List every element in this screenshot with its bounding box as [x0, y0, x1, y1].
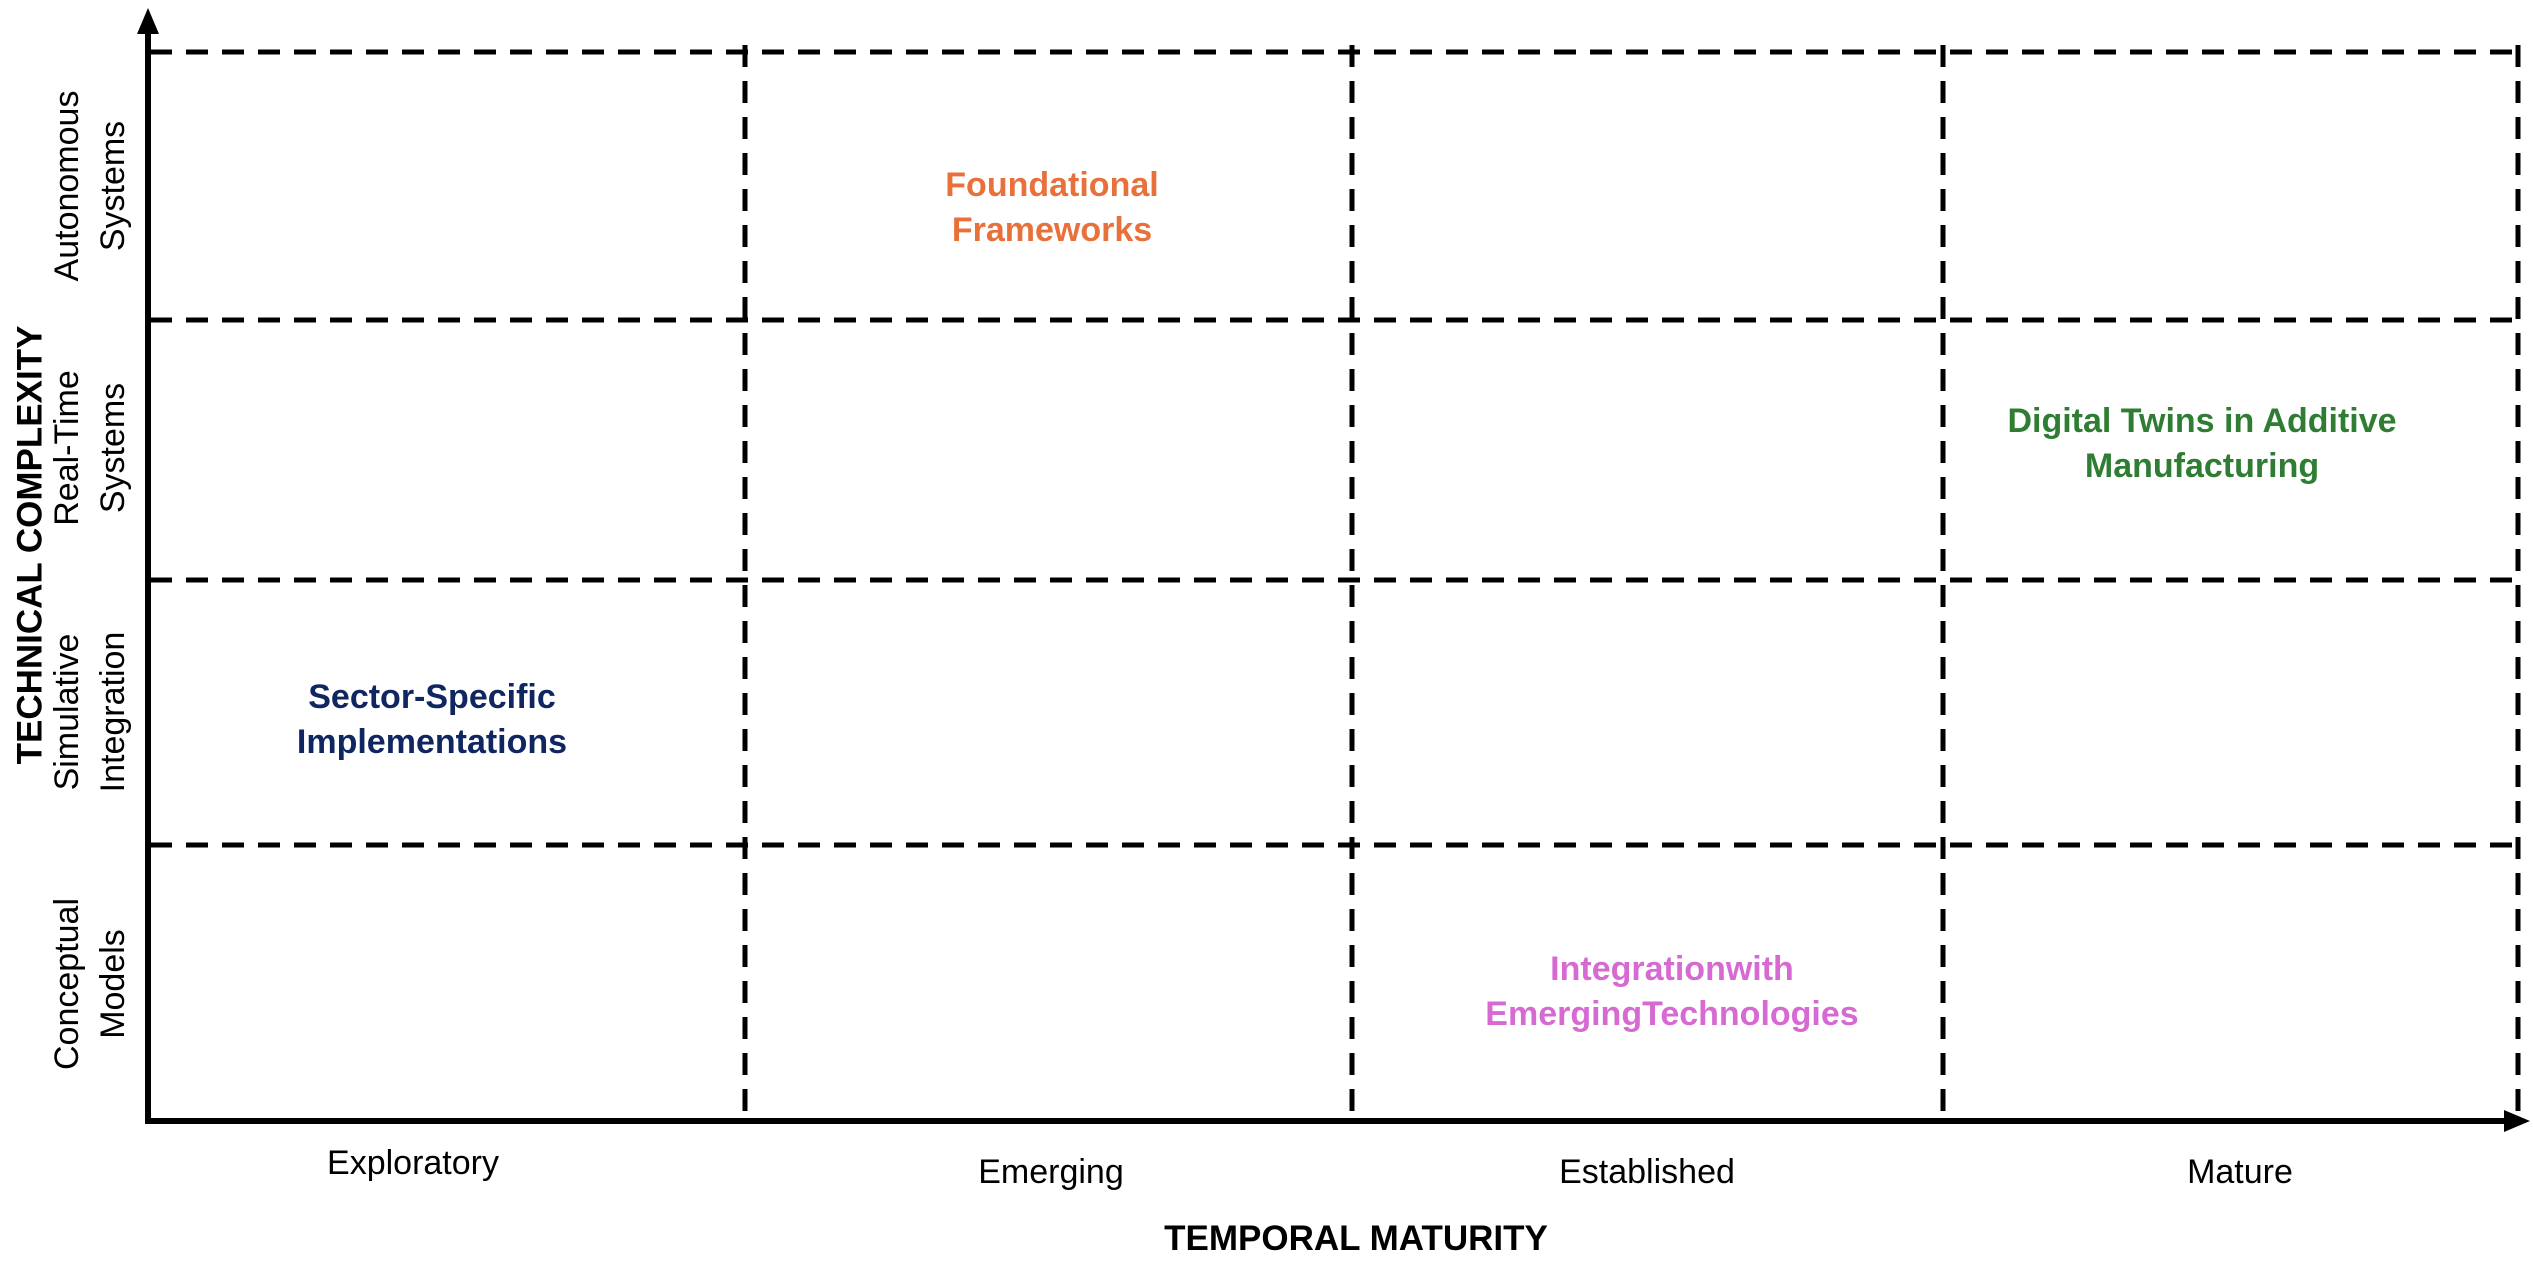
row-label-line2: Systems — [94, 121, 132, 251]
row-label-line1: Simulative — [48, 634, 86, 791]
cell-text-line1: Sector-Specific — [308, 678, 556, 716]
row-labels: Autonomous Systems Real-Time Systems Sim… — [48, 91, 132, 1070]
y-axis-title: TECHNICAL COMPLEXITY — [10, 326, 49, 765]
cell-text-line2: EmergingTechnologies — [1485, 995, 1858, 1033]
row-label-real-time-systems: Real-Time Systems — [48, 370, 132, 526]
cell-labels: Foundational Frameworks Digital Twins in… — [297, 166, 2397, 1033]
cell-integration-emerging: Integrationwith EmergingTechnologies — [1485, 950, 1858, 1033]
cell-text-line2: Implementations — [297, 723, 567, 761]
row-label-autonomous-systems: Autonomous Systems — [48, 91, 132, 282]
row-label-line2: Integration — [94, 632, 132, 793]
cell-text-line1: Digital Twins in Additive — [2007, 402, 2396, 440]
row-label-line1: Real-Time — [48, 370, 86, 526]
axes — [137, 8, 2530, 1132]
row-label-simulative-integration: Simulative Integration — [48, 632, 132, 793]
cell-text-line1: Integrationwith — [1550, 950, 1794, 988]
cell-foundational-frameworks: Foundational Frameworks — [945, 166, 1158, 249]
cell-digital-twins: Digital Twins in Additive Manufacturing — [2007, 402, 2396, 485]
cell-text-line1: Foundational — [945, 166, 1158, 204]
x-axis-title: TEMPORAL MATURITY — [1164, 1219, 1548, 1258]
column-label-exploratory: Exploratory — [327, 1144, 499, 1182]
column-label-emerging: Emerging — [978, 1153, 1124, 1191]
row-label-conceptual-models: Conceptual Models — [48, 898, 132, 1070]
x-axis-arrow-icon — [2504, 1110, 2530, 1132]
grid — [150, 45, 2521, 1118]
y-axis-arrow-icon — [137, 8, 159, 34]
row-label-line1: Conceptual — [48, 898, 86, 1070]
column-labels: Exploratory Emerging Established Mature — [327, 1144, 2293, 1191]
cell-text-line2: Frameworks — [952, 211, 1152, 249]
row-label-line2: Models — [94, 929, 132, 1039]
cell-sector-specific: Sector-Specific Implementations — [297, 678, 567, 761]
row-label-line1: Autonomous — [48, 91, 86, 282]
cell-text-line2: Manufacturing — [2085, 447, 2319, 485]
row-label-line2: Systems — [94, 383, 132, 513]
column-label-mature: Mature — [2187, 1153, 2293, 1191]
column-label-established: Established — [1559, 1153, 1735, 1191]
